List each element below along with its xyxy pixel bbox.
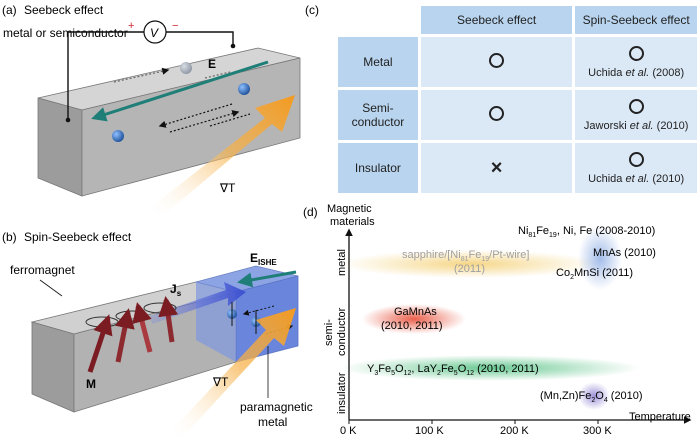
paramagnetic-label-1: paramagnetic	[240, 400, 313, 414]
ishe-field-arrow	[237, 270, 297, 288]
ferromagnet-label: ferromagnet	[10, 263, 75, 277]
x-tick-label-300: 300 K	[583, 425, 612, 436]
x-axis-label: Temperature	[629, 411, 691, 423]
circle-mark-icon	[628, 98, 644, 114]
paramagnetic-label-2: metal	[258, 415, 287, 429]
entry-nife: Ni81Fe19, Ni, Fe (2008-2010)	[518, 225, 655, 239]
spin-path-upper	[242, 305, 275, 316]
panel-a-label: (a)	[2, 3, 17, 17]
temperature-gradient-arrow-b	[170, 308, 296, 436]
cell-semi-seebeck	[420, 90, 573, 140]
panel-a-title: Seebeck effect	[24, 3, 104, 17]
magnetization-arrow-2	[115, 308, 135, 363]
gradient-label-a: ∇T	[219, 181, 236, 195]
x-tick-label-0: 0 K	[340, 425, 357, 436]
panel-d-label: (d)	[303, 205, 318, 219]
blob-ferrite	[578, 382, 610, 410]
cell-semi-spin: Jaworski et al. (2010)	[575, 90, 697, 140]
blob-hot-metal	[578, 226, 622, 290]
cell-insulator-seebeck: ×	[420, 143, 573, 193]
panel-c-label: (c)	[305, 3, 319, 17]
row-header-insulator: Insulator	[338, 143, 418, 193]
panel-b: (b) Spin-Seebeck effect ferromagnet Js E…	[2, 230, 313, 436]
citation: Jaworski et al. (2010)	[583, 119, 689, 132]
panel-a: (a) Seebeck effect metal or semiconducto…	[2, 3, 301, 218]
header-spin-seebeck: Spin-Seebeck effect	[575, 6, 697, 34]
entry-yig: Y3Fe5O12, LaY2Fe5O12 (2010, 2011)	[367, 363, 539, 377]
carrier-ball-grey	[180, 62, 192, 74]
circle-mark-icon	[489, 106, 505, 121]
entry-sapphire: sapphire/[Ni81Fe19/Pt-wire]	[402, 249, 529, 263]
carrier-ball-right	[238, 83, 250, 95]
wire-left	[67, 31, 144, 120]
circle-mark-icon	[628, 151, 644, 167]
entry-mnas: MnAs (2010)	[593, 247, 656, 259]
category-semi-1: semi-	[323, 319, 335, 346]
carrier-path-top	[113, 67, 170, 83]
blob-metal	[340, 250, 600, 278]
panel-d: (d) Magnetic materials 0 K 100 K 200 K 3…	[303, 203, 692, 436]
table-row: Metal Uchida et al. (2008)	[338, 37, 697, 87]
entry-mnzn: (Mn,Zn)Fe2O4 (2010)	[540, 390, 643, 404]
row-header-semiconductor: Semi-conductor	[338, 90, 418, 140]
x-tick-label-100: 100 K	[415, 425, 444, 436]
category-metal: metal	[336, 249, 348, 276]
carrier-path-low	[209, 113, 251, 127]
circle-mark-icon	[628, 45, 644, 61]
contact-left	[65, 117, 71, 123]
cell-metal-seebeck	[420, 37, 573, 87]
bar-left-face	[37, 97, 83, 197]
entry-gamnas: GaMnAs	[394, 306, 437, 318]
ferromagnet-pointer	[39, 279, 63, 297]
table-row: Semi-conductor Jaworski et al. (2010)	[338, 90, 697, 140]
magnetization-arrow-1	[87, 314, 113, 373]
field-label-a: E	[208, 57, 216, 71]
carrier-path-mid	[158, 103, 233, 128]
citation: Uchida et al. (2008)	[588, 66, 685, 79]
panel-b-label: (b)	[2, 230, 17, 244]
carrier-ball-left	[112, 130, 124, 142]
x-tick-label-200: 200 K	[500, 425, 529, 436]
citation: Uchida et al. (2010)	[588, 172, 685, 185]
ferromagnet-left	[31, 321, 75, 413]
contact-right	[230, 43, 236, 49]
carrier-path-top-2	[204, 71, 231, 79]
electric-field-arrow	[91, 60, 269, 122]
magnetization-arrow-4	[158, 296, 179, 343]
blob-insulator	[340, 355, 640, 381]
entry-sapphire-year: (2011)	[454, 263, 485, 275]
cell-insulator-spin: Uchida et al. (2010)	[575, 143, 697, 193]
polarity-plus: +	[128, 20, 134, 32]
gradient-label-b: ∇T	[212, 375, 229, 389]
circle-mark-icon	[489, 53, 505, 68]
cross-mark-icon: ×	[490, 157, 503, 179]
wire-right	[166, 31, 234, 45]
polarity-minus: −	[172, 20, 178, 32]
y-axis-label-1: Magnetic	[327, 203, 372, 215]
cell-metal-spin: Uchida et al. (2008)	[575, 37, 697, 87]
comparison-table: Seebeck effect Spin-Seebeck effect Metal…	[335, 3, 700, 196]
magnetization-label: M	[86, 377, 96, 391]
temperature-gradient-arrow	[150, 95, 295, 218]
y-axis-label-2: materials	[330, 216, 375, 228]
table-row: Insulator × Uchida et al. (2010)	[338, 143, 697, 193]
voltmeter-label: V	[150, 26, 159, 40]
category-insulator: insulator	[336, 372, 348, 414]
table-corner	[338, 6, 418, 34]
category-semi-2: conductor	[336, 307, 348, 356]
material-label: metal or semiconductor	[3, 26, 128, 40]
entry-gamnas-year: (2010, 2011)	[381, 320, 443, 332]
entry-co2mnsi: Co2MnSi (2011)	[556, 267, 633, 281]
voltmeter-icon	[143, 20, 167, 44]
row-header-metal: Metal	[338, 37, 418, 87]
panel-b-title: Spin-Seebeck effect	[24, 230, 132, 244]
spin-current-label: Js	[170, 282, 182, 298]
magnetization-arrow-3	[132, 302, 153, 353]
header-seebeck: Seebeck effect	[420, 6, 573, 34]
blob-semiconductor	[362, 304, 466, 334]
ishe-field-label: EISHE	[250, 251, 277, 267]
